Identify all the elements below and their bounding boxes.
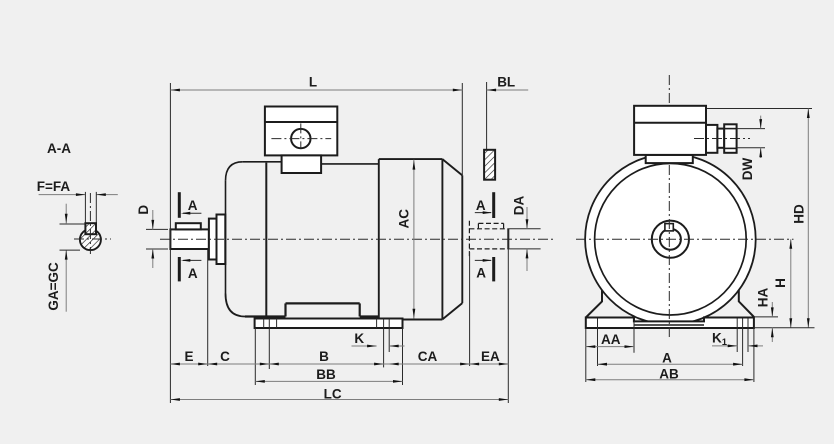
- svg-text:BL: BL: [497, 74, 515, 89]
- svg-text:E: E: [184, 349, 193, 364]
- svg-text:BB: BB: [316, 367, 336, 382]
- svg-text:GA=GC: GA=GC: [46, 262, 61, 311]
- svg-text:AA: AA: [601, 332, 621, 347]
- svg-text:A: A: [188, 198, 198, 213]
- svg-text:A: A: [188, 266, 198, 281]
- svg-text:H: H: [773, 278, 788, 288]
- svg-text:B: B: [319, 349, 329, 364]
- svg-text:AB: AB: [659, 366, 679, 381]
- svg-text:DW: DW: [740, 158, 755, 181]
- svg-text:A: A: [662, 350, 672, 365]
- svg-text:K1: K1: [712, 331, 728, 349]
- svg-text:A: A: [476, 198, 486, 213]
- svg-text:L: L: [309, 74, 317, 89]
- svg-text:HD: HD: [792, 204, 807, 224]
- svg-text:C: C: [220, 349, 230, 364]
- svg-text:A: A: [476, 266, 486, 281]
- svg-text:HA: HA: [756, 288, 771, 308]
- svg-text:CA: CA: [418, 349, 438, 364]
- svg-text:F=FA: F=FA: [37, 179, 71, 194]
- svg-text:LC: LC: [324, 386, 342, 401]
- svg-text:DA: DA: [512, 196, 527, 216]
- svg-text:EA: EA: [481, 349, 500, 364]
- svg-text:D: D: [136, 205, 151, 215]
- svg-text:A-A: A-A: [47, 141, 71, 156]
- svg-text:K: K: [354, 331, 364, 346]
- svg-text:AC: AC: [397, 209, 412, 229]
